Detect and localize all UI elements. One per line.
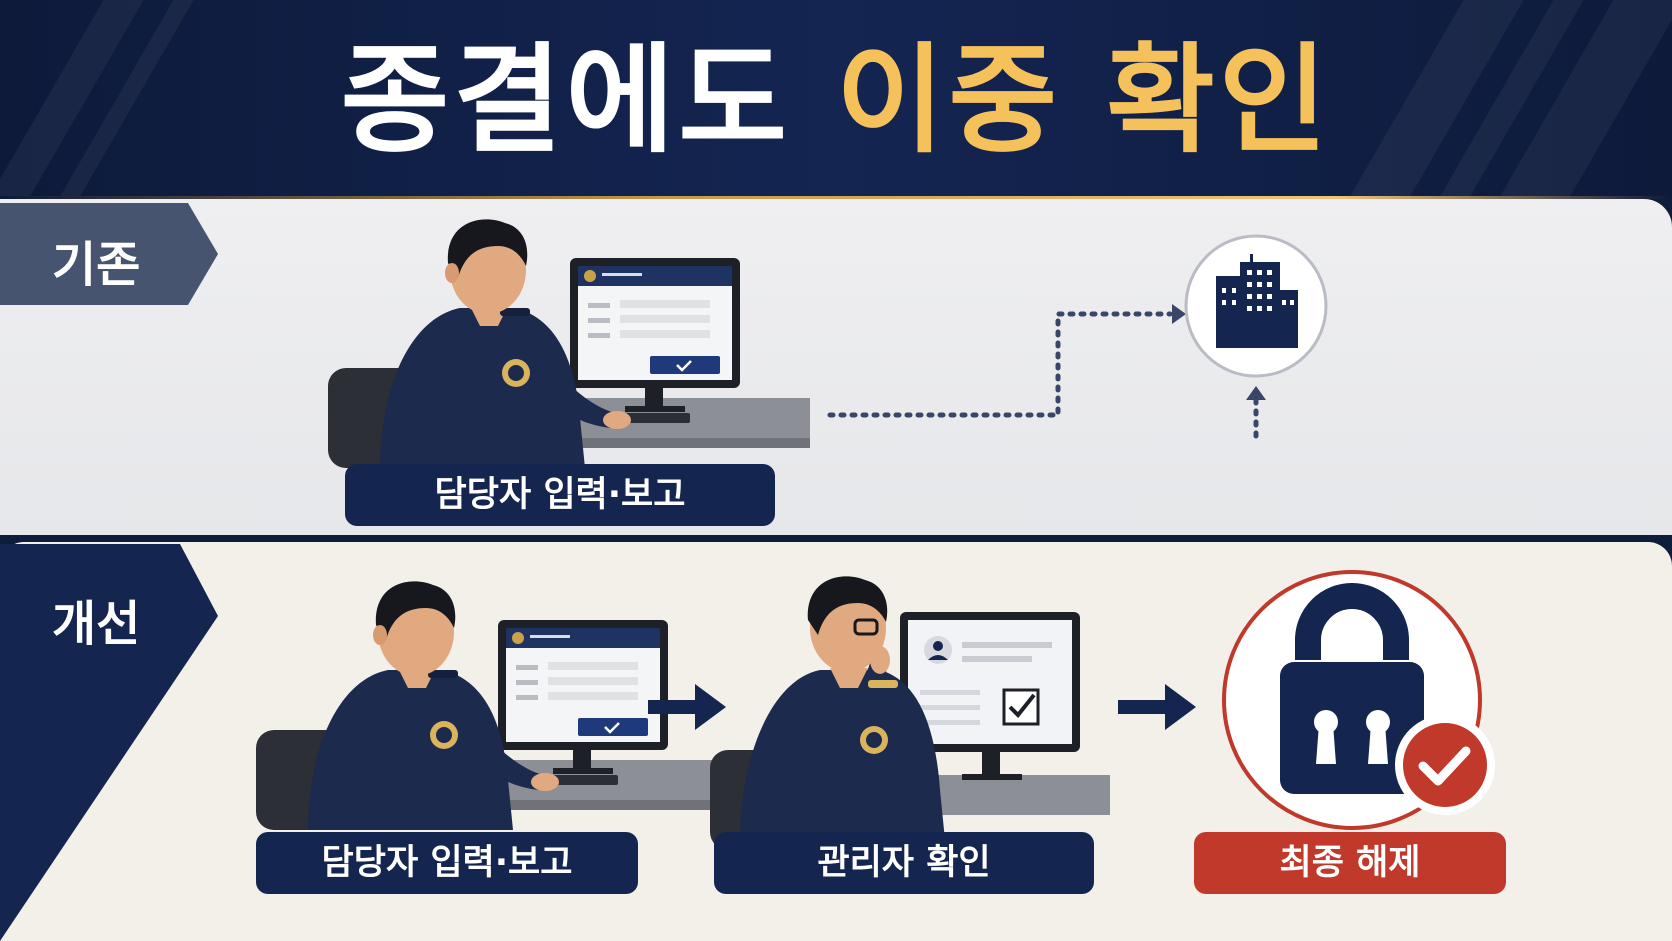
header-banner: 종결에도 이중 확인	[0, 0, 1672, 196]
before-tag: 기존	[0, 203, 218, 305]
before-panel	[0, 199, 1672, 535]
officer-illustration-step2	[710, 576, 1110, 850]
check-icon	[1395, 715, 1495, 815]
before-tag-label: 기존	[52, 237, 141, 293]
arrow-up-icon	[1246, 386, 1266, 400]
after-step1-label-text: 담당자 입력·보고	[321, 843, 573, 883]
title-highlight: 이중 확인	[836, 31, 1332, 169]
before-step-label-text: 담당자 입력·보고	[434, 475, 686, 515]
header-divider	[0, 196, 1672, 199]
title-main: 종결에도	[340, 31, 791, 169]
after-step1-label: 담당자 입력·보고	[256, 832, 638, 894]
dotted-route	[827, 311, 1173, 418]
arrow-right-icon	[1118, 684, 1196, 730]
officer-illustration-before	[326, 218, 812, 470]
after-step2-label: 관리자 확인	[714, 832, 1094, 894]
after-step2-label-text: 관리자 확인	[817, 843, 991, 883]
page-title: 종결에도 이중 확인	[0, 30, 1672, 170]
after-tag-label: 개선	[52, 596, 141, 652]
arrow-right-icon	[648, 684, 726, 730]
after-step3-label: 최종 해제	[1194, 832, 1506, 894]
building-icon	[1184, 234, 1328, 378]
after-step3-label-text: 최종 해제	[1279, 843, 1421, 883]
before-step-label: 담당자 입력·보고	[345, 464, 775, 526]
